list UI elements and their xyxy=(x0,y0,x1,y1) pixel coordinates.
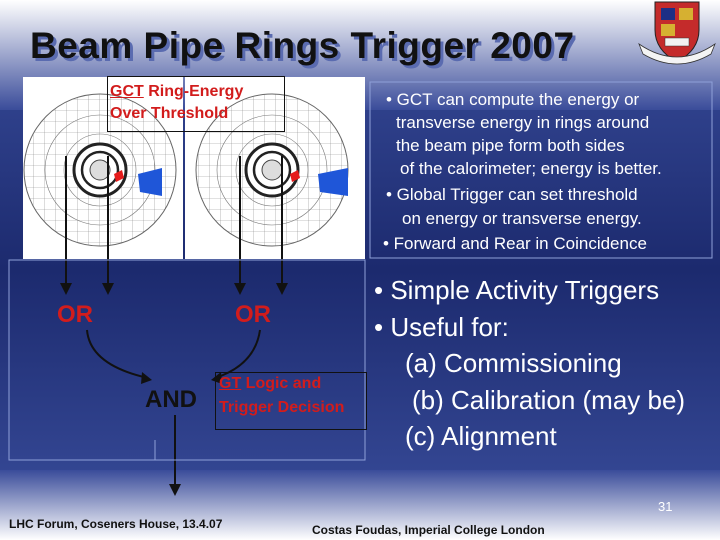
gt-label-line-2: Trigger Decision xyxy=(219,399,345,416)
imperial-college-crest-icon xyxy=(638,1,716,65)
and-label: AND xyxy=(145,386,197,413)
bullet-small-2: the beam pipe form both sides xyxy=(396,136,625,155)
gct-label-line-2: Over Threshold xyxy=(110,105,229,122)
bullet-small-4: • Global Trigger can set threshold xyxy=(386,185,638,204)
bullet-large-2: (a) Commissioning xyxy=(405,348,622,378)
gt-label-box xyxy=(215,372,367,430)
bullet-large-4: (c) Alignment xyxy=(405,421,557,451)
or-label-right: OR xyxy=(235,301,271,328)
gct-label-rest: Ring-Energy xyxy=(143,83,244,100)
calorimeter-image-right xyxy=(185,77,365,259)
gct-abbrev: GCT xyxy=(110,83,144,100)
page-number: 31 xyxy=(658,499,673,514)
footer-right: Costas Foudas, Imperial College London xyxy=(312,523,545,537)
gt-label-line-1: GT Logic and xyxy=(219,375,321,393)
bullet-small-3: of the calorimeter; energy is better. xyxy=(400,159,662,178)
or-label-left: OR xyxy=(57,301,93,328)
bullet-small-0: • GCT can compute the energy or xyxy=(386,90,640,109)
calorimeter-image-left xyxy=(23,77,183,259)
footer-left: LHC Forum, Coseners House, 13.4.07 xyxy=(9,517,223,531)
gct-label-box xyxy=(107,76,285,132)
gt-label-rest: Logic and xyxy=(241,375,322,392)
gct-label-line-1: GCT Ring-Energy xyxy=(110,82,243,102)
slide-title-shadow: Beam Pipe Rings Trigger 2007 xyxy=(33,28,578,69)
bullet-small-6: • Forward and Rear in Coincidence xyxy=(383,234,647,253)
gt-abbrev: GT xyxy=(219,375,242,392)
flow-arrows xyxy=(65,156,283,486)
bullet-large-1: • Useful for: xyxy=(374,312,509,342)
bullet-small-1: transverse energy in rings around xyxy=(396,113,650,132)
bullet-large-0: • Simple Activity Triggers xyxy=(374,275,660,305)
bullet-large-3: (b) Calibration (may be) xyxy=(412,385,686,415)
slide-title: Beam Pipe Rings Trigger 2007 xyxy=(30,25,575,66)
bullet-small-5: on energy or transverse energy. xyxy=(402,209,642,228)
